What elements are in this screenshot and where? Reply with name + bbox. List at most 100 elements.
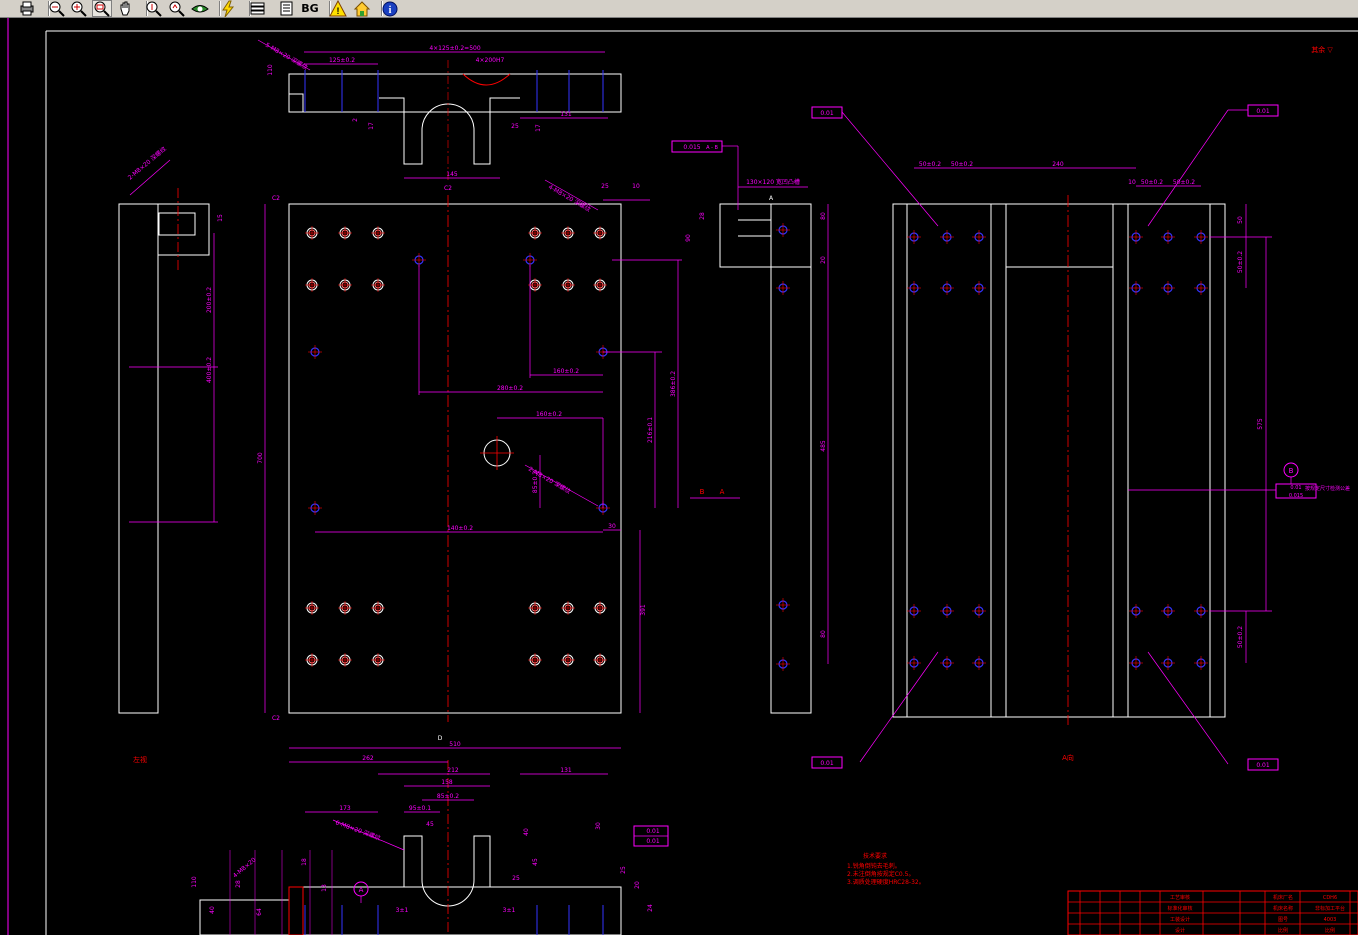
tolerance-frame <box>811 756 843 769</box>
dim-top-25: 25 <box>511 123 519 130</box>
dim-top-total: 4×125±0.2=500 <box>429 45 481 52</box>
warning-icon: ! <box>329 0 347 17</box>
dim-bottom-25: 25 <box>512 875 520 882</box>
layer-list-button[interactable] <box>248 0 268 17</box>
title-block-cell: 4003 <box>1324 917 1337 923</box>
leader-line <box>524 464 599 507</box>
dim-main-85: 85±0.2 <box>532 471 539 493</box>
zoom-realtime-button[interactable] <box>144 0 164 17</box>
zoom-out-icon <box>49 1 65 17</box>
tech-requirement-line: 1.锐角倒钝去毛刺。 <box>847 862 901 870</box>
dim-bottom-131: 131 <box>560 767 572 774</box>
dim-bottom-30: 30 <box>595 822 602 830</box>
title-block-cell: 比例 <box>1325 927 1335 934</box>
dim-side-28: 28 <box>699 212 706 220</box>
dim-main-30: 30 <box>608 523 616 530</box>
home-icon <box>353 1 371 17</box>
dim-bottom-45: 45 <box>426 821 434 828</box>
dim-bottom-24: 24 <box>647 904 654 912</box>
dim-top-110: 110 <box>267 64 274 76</box>
right-view-body <box>892 203 1226 718</box>
dim-bottom-173: 173 <box>339 805 351 812</box>
dim-side-20: 90 <box>685 234 692 242</box>
dim-right-575: 575 <box>1257 418 1264 430</box>
dim-top-pitch: 125±0.2 <box>329 57 355 64</box>
dim-side-60: 80 <box>820 212 827 220</box>
title-block-cell: 非标加工平台 <box>1315 905 1345 912</box>
bottom-view-body <box>288 886 622 935</box>
dim-main-280: 280±0.2 <box>497 385 523 392</box>
dim-bottom-40b: 40 <box>523 828 530 836</box>
dim-bottom-40: 40 <box>209 906 216 914</box>
dim-bottom-18: 18 <box>301 858 308 866</box>
side-view-label: A <box>769 195 774 202</box>
title-block-cell: 机床名称 <box>1273 905 1293 912</box>
right-view-channel <box>1005 203 1114 268</box>
tolerance-frame <box>1247 104 1279 117</box>
print-icon <box>20 1 34 16</box>
dim-bottom-64: 64 <box>256 908 263 916</box>
dim-top-holes: 4×200H7 <box>476 57 505 64</box>
dim-right-side50c: 50±0.2 <box>1237 626 1244 648</box>
title-block-cell: 机床厂名 <box>1273 894 1293 901</box>
layers-icon <box>222 0 235 17</box>
layers-button[interactable] <box>218 0 238 17</box>
zoom-window-button[interactable] <box>92 0 112 17</box>
dim-left-15: 15 <box>217 214 224 222</box>
pan-button[interactable] <box>116 0 136 17</box>
dim-main-160b: 160±0.2 <box>536 411 562 418</box>
dim-main-260: 140±0.2 <box>447 525 473 532</box>
dim-right-240: 240 <box>1052 161 1064 168</box>
title-block-cell: 工装设计 <box>1170 916 1190 923</box>
properties-button[interactable] <box>277 0 297 17</box>
dim-main-160a: 160±0.2 <box>553 368 579 375</box>
dim-top-slot: 145 <box>446 171 458 178</box>
dim-right-50c: 50±0.2 <box>1141 179 1163 186</box>
title-block-cell: 图号 <box>1278 917 1288 923</box>
dim-main-386: 386±0.2 <box>670 371 677 397</box>
bottom-tol-b: 0.01 <box>646 838 660 845</box>
info-button[interactable]: i <box>380 0 400 17</box>
tolerance-value: 0.01 <box>820 760 834 767</box>
dim-bottom-3b: 3±1 <box>503 907 516 914</box>
dim-bottom-25b: 25 <box>620 866 627 874</box>
dim-right-50b: 50±0.2 <box>951 161 973 168</box>
tolerance-value: 0.01 <box>820 110 834 117</box>
view-3d-icon <box>191 5 209 13</box>
dim-right-side50b: 50±0.2 <box>1237 251 1244 273</box>
background-button[interactable]: BG <box>300 0 320 17</box>
home-button[interactable] <box>352 0 372 17</box>
properties-icon <box>280 1 293 16</box>
dim-right-10: 10 <box>1128 179 1136 186</box>
section-mark-b: B <box>700 488 705 496</box>
toolbar-separator <box>329 1 331 16</box>
left-view-head <box>157 203 210 256</box>
toolbar-separator <box>381 1 383 16</box>
dim-bottom-85: 85±0.2 <box>437 793 459 800</box>
dim-top-2: 2 <box>352 118 359 122</box>
top-view-u-slot <box>379 97 520 165</box>
zoom-in-button[interactable] <box>69 0 89 17</box>
zoom-realtime-icon <box>146 1 162 17</box>
toolbar-separator <box>48 1 50 16</box>
side-view-body <box>770 203 812 714</box>
title-block-cell: 标准化审核 <box>1167 905 1192 912</box>
top-view-step <box>288 93 304 113</box>
title-block-cell: 工艺审核 <box>1170 894 1190 901</box>
roughness-note: 其余 ▽ <box>1311 45 1333 54</box>
zoom-previous-button[interactable] <box>167 0 187 17</box>
dim-main-700: 700 <box>257 452 264 464</box>
tolerance-value: 0.01 <box>1256 762 1270 769</box>
dim-bottom-45b: 45 <box>532 858 539 866</box>
view-3d-button[interactable] <box>190 0 210 17</box>
zoom-previous-icon <box>169 1 185 17</box>
bottom-view-hatched <box>288 886 304 935</box>
print-button[interactable] <box>17 0 37 17</box>
dim-side-80: 80 <box>820 630 827 638</box>
leader-line <box>257 39 311 71</box>
dim-right-50d: 50±0.2 <box>1173 179 1195 186</box>
zoom-out-button[interactable] <box>47 0 67 17</box>
dim-right-50a: 50±0.2 <box>919 161 941 168</box>
warning-button[interactable]: ! <box>328 0 348 17</box>
